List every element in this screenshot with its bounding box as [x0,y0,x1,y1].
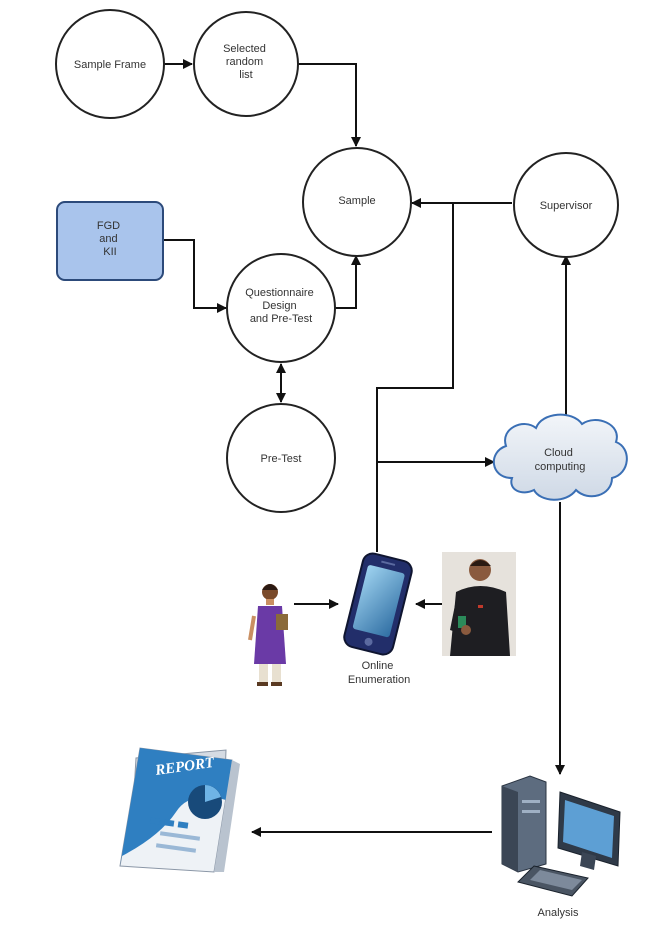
connectors [158,59,571,837]
node-pre-test: Pre-Test [226,403,336,513]
sample-frame-label: Sample Frame [74,59,146,71]
node-sample: Sample [302,147,412,257]
fgd-kii-box [56,201,164,281]
questionnaire-label: Questionnaire Design and Pre-Test [245,287,317,325]
pre-test-circle [226,403,336,513]
edge-random-list-to-sample [278,63,361,147]
random-list-circle [193,11,299,117]
sample-frame-circle [55,9,165,119]
node-random-list: Selected random list [193,11,299,117]
sample-label: Sample [338,195,375,207]
random-list-label: Selected random list [223,43,269,81]
node-sample-frame: Sample Frame [55,9,165,119]
node-questionnaire: Questionnaire Design and Pre-Test [226,253,336,363]
cloud-icon [492,413,628,501]
edge-questionnaire-to-sample [334,255,361,309]
fgd-kii-label: FGD and KII [97,220,123,258]
smartphone-icon: Online Enumeration [343,552,413,686]
cloud-label: Cloud computing [535,447,586,473]
supervisor-label: Supervisor [540,200,593,212]
supervisor-man-photo [442,552,516,656]
node-cloud-computing: Cloud computing [492,413,628,501]
node-fgd-kii: FGD and KII [56,201,164,281]
computer-analysis-icon: Analysis [501,775,621,919]
pre-test-label: Pre-Test [261,453,302,465]
report-icon: REPORT [119,747,240,873]
analysis-label: Analysis [538,907,579,919]
online-enumeration-label: Online Enumeration [348,660,410,686]
edge-enumeration-to-sample [376,203,454,552]
supervisor-circle [513,152,619,258]
questionnaire-circle [226,253,336,363]
sample-circle [302,147,412,257]
enumerator-woman-illustration [247,578,293,690]
node-supervisor: Supervisor [513,152,619,258]
edge-fgd-to-questionnaire [162,239,227,313]
